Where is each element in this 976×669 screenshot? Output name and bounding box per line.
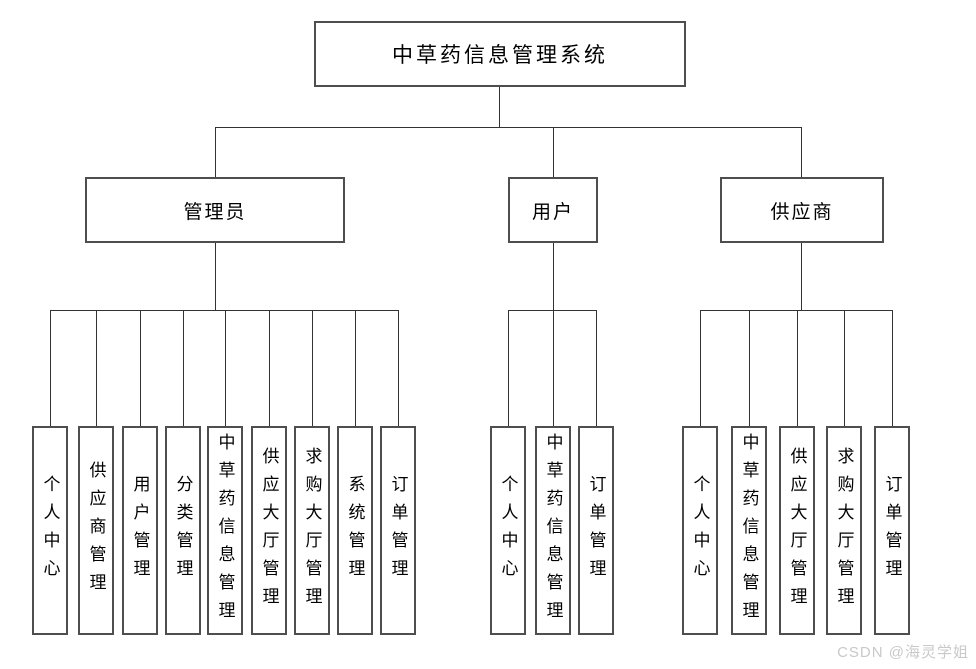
connector-admin-leaf-drop	[96, 310, 97, 426]
node-admin-herb-info-management: 中草药信息管理	[207, 426, 243, 635]
csdn-watermark: CSDN @海灵学姐	[837, 644, 969, 661]
node-admin-supply-hall-management: 供应大厅管理	[251, 426, 287, 635]
connector-admin-leaf-drop	[312, 310, 313, 426]
connector-admin-leaf-drop	[398, 310, 399, 426]
connector-admin-leaf-drop	[183, 310, 184, 426]
connector-supplier-leaf-drop	[844, 310, 845, 426]
connector-admin-leaf-drop	[355, 310, 356, 426]
connector-drop-admin	[215, 127, 216, 177]
node-supplier: 供应商	[720, 177, 884, 243]
node-user-order-management: 订单管理	[578, 426, 614, 635]
connector-admin-leaf-drop	[50, 310, 51, 426]
connector-admin-leaf-drop	[269, 310, 270, 426]
connector-user-leaf-drop	[508, 310, 509, 426]
connector-admin-bus	[50, 310, 398, 311]
node-admin-category-management: 分类管理	[165, 426, 201, 635]
connector-user-leaf-drop	[596, 310, 597, 426]
node-admin-order-management: 订单管理	[380, 426, 416, 635]
connector-user-stem	[553, 243, 554, 310]
connector-supplier-leaf-drop	[700, 310, 701, 426]
node-admin-supplier-management: 供应商管理	[78, 426, 114, 635]
connector-drop-supplier	[801, 127, 802, 177]
connector-supplier-leaf-drop	[749, 310, 750, 426]
node-supplier-purchase-hall-management: 求购大厅管理	[826, 426, 862, 635]
connector-level2-bus	[215, 127, 802, 128]
node-user: 用户	[508, 177, 598, 243]
node-user-personal-center: 个人中心	[490, 426, 526, 635]
node-supplier-herb-info-management: 中草药信息管理	[731, 426, 767, 635]
connector-supplier-leaf-drop	[892, 310, 893, 426]
connector-supplier-stem	[801, 243, 802, 310]
node-supplier-order-management: 订单管理	[874, 426, 910, 635]
connector-admin-leaf-drop	[225, 310, 226, 426]
connector-root-stem	[499, 87, 500, 127]
connector-drop-user	[553, 127, 554, 177]
node-admin-label: 管理员	[183, 201, 247, 223]
connector-supplier-bus	[700, 310, 892, 311]
node-admin-user-management: 用户管理	[122, 426, 158, 635]
connector-admin-stem	[215, 243, 216, 310]
connector-supplier-leaf-drop	[797, 310, 798, 426]
connector-user-leaf-drop	[553, 310, 554, 426]
node-admin: 管理员	[85, 177, 345, 243]
node-user-herb-info-management: 中草药信息管理	[535, 426, 571, 635]
node-admin-system-management: 系统管理	[337, 426, 373, 635]
node-admin-purchase-hall-management: 求购大厅管理	[294, 426, 330, 635]
node-supplier-personal-center: 个人中心	[682, 426, 718, 635]
node-system-root-label: 中草药信息管理系统	[392, 44, 608, 67]
node-supplier-supply-hall-management: 供应大厅管理	[779, 426, 815, 635]
node-admin-personal-center: 个人中心	[32, 426, 68, 635]
connector-user-bus	[508, 310, 596, 311]
node-user-label: 用户	[531, 201, 574, 223]
connector-admin-leaf-drop	[140, 310, 141, 426]
node-system-root: 中草药信息管理系统	[314, 21, 686, 87]
node-supplier-label: 供应商	[770, 201, 834, 223]
